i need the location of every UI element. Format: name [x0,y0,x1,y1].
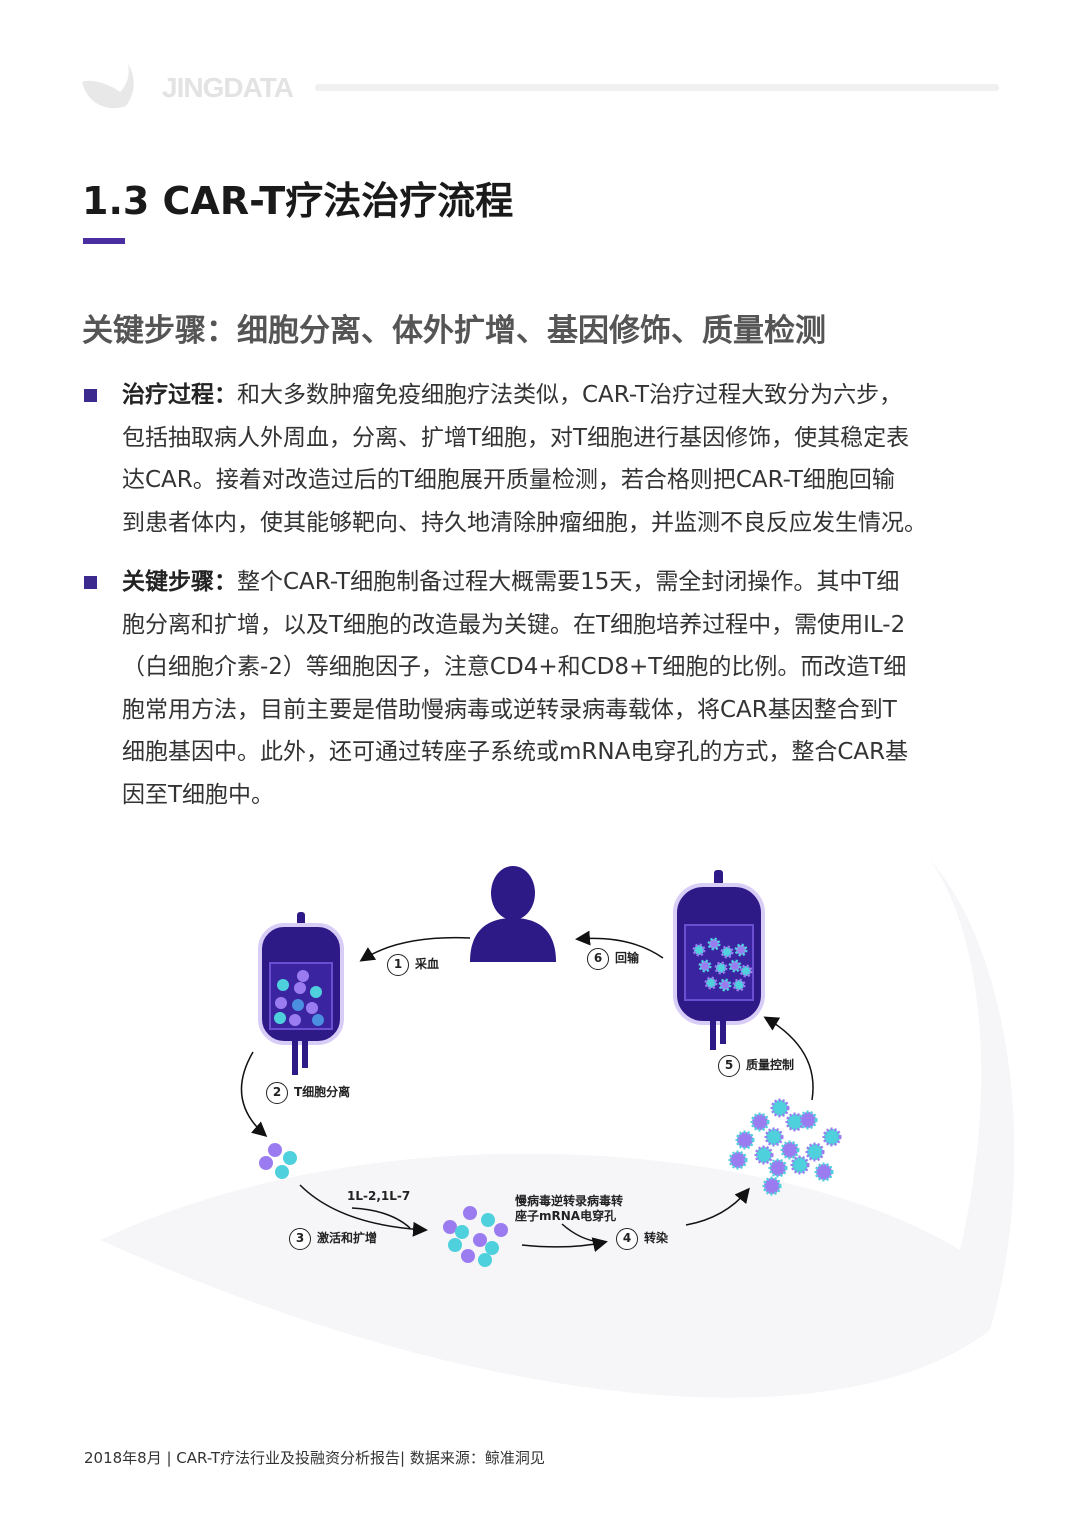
step-number: 5 [718,1055,740,1077]
text-line: 整个CAR-T细胞制备过程大概需要15天，需全封闭操作。其中T细 [237,569,900,595]
modified-t-cell-icon [704,976,718,990]
page-footer: 2018年8月 | CAR-T疗法行业及投融资分析报告| 数据来源：鲸准洞见 [84,1449,545,1467]
step-number: 4 [616,1228,638,1250]
modified-t-cell-icon [707,937,721,951]
step-1-label: 1 采血 [387,954,439,976]
modified-t-cell-icon [728,959,742,973]
text-line: 和大多数肿瘤免疫细胞疗法类似，CAR-T治疗过程大致分为六步， [237,382,903,408]
step-text: 激活和扩增 [317,1231,378,1245]
cytokines-label: 1L-2,1L-7 [347,1189,411,1203]
t-cell-icon [277,979,289,991]
t-cell-icon [274,1012,286,1024]
paragraph-label: 治疗过程： [122,382,237,408]
cells-group [259,937,842,1267]
t-cell-icon [283,1151,297,1165]
text-line: 胞分离和扩增，以及T细胞的改造最为关键。在T细胞培养过程中，需使用IL-2 [122,611,906,638]
t-cell-icon [455,1225,469,1239]
modified-t-cell-icon [780,1140,800,1160]
section-subtitle: 关键步骤：细胞分离、体外扩增、基因修饰、质量检测 [82,313,826,349]
modified-t-cell-icon [762,1176,782,1196]
text-line: 细胞基因中。此外，还可通过转座子系统或mRNA电穿孔的方式，整合CAR基 [122,739,909,765]
modified-t-cell-icon [768,1158,788,1178]
t-cell-icon [292,999,304,1011]
t-cell-icon [297,970,309,982]
modified-t-cell-icon [805,1142,825,1162]
bullet-icon [84,389,97,402]
text-line: 胞常用方法，目前主要是借助慢病毒或逆转录病毒载体，将CAR基因整合到T [122,696,897,723]
text-line: 包括抽取病人外周血，分离、扩增T细胞，对T细胞进行基因修饰，使其稳定表 [122,424,910,451]
modified-t-cell-icon [790,1155,810,1175]
t-cell-icon [485,1241,499,1255]
step-text: 质量控制 [746,1058,795,1072]
person-icon [470,866,556,962]
t-cell-icon [310,986,322,998]
step-4-label: 4 转染 [616,1228,668,1250]
t-cell-icon [478,1253,492,1267]
paragraph-label: 关键步骤： [122,569,237,595]
t-cell-icon [463,1206,477,1220]
modified-t-cell-icon [754,1145,774,1165]
t-cell-icon [289,1014,301,1026]
t-cell-icon [461,1249,475,1263]
header-divider [315,84,999,91]
title-accent-bar [83,238,125,244]
t-cell-icon [275,997,287,1009]
step-3-label: 3 激活和扩增 [289,1228,377,1250]
t-cell-icon [473,1233,487,1247]
t-cell-icon [494,1223,508,1237]
modified-t-cell-icon [732,978,746,992]
t-cell-icon [306,1002,318,1014]
text-line: 达CAR。接着对改造过后的T细胞展开质量检测，若合格则把CAR-T细胞回输 [122,467,895,493]
modified-t-cell-icon [822,1127,842,1147]
t-cell-icon [481,1213,495,1227]
modified-t-cell-icon [720,945,734,959]
bullet-icon [84,576,97,589]
vector-label-line2: 座子mRNA电穿孔 [515,1209,617,1223]
modified-t-cell-icon [734,943,748,957]
modified-t-cell-icon [814,1162,834,1182]
t-cell-icon [275,1165,289,1179]
modified-t-cell-icon [770,1098,790,1118]
step-6-label: 6 回输 [587,948,639,970]
step-number: 2 [266,1082,288,1104]
modified-t-cell-icon [714,961,728,975]
modified-t-cell-icon [692,943,706,957]
step-text: 回输 [615,951,640,965]
t-cell-icon [268,1143,282,1157]
step-number: 1 [387,954,409,976]
t-cell-icon [259,1156,273,1170]
blood-bag-modified-icon [673,870,765,1050]
modified-t-cell-icon [750,1112,770,1132]
t-cell-icon [312,1014,324,1026]
modified-t-cell-icon [764,1127,784,1147]
text-line: 因至T细胞中。 [122,781,275,808]
step-number: 6 [587,948,609,970]
whale-logo-icon [82,64,134,109]
modified-t-cell-icon [798,1110,818,1130]
text-line: 到患者体内，使其能够靶向、持久地清除肿瘤细胞，并监测不良反应发生情况。 [122,509,927,536]
paragraph-treatment-process: 治疗过程：和大多数肿瘤免疫细胞疗法类似，CAR-T治疗过程大致分为六步， 包括抽… [122,374,927,544]
page-title: 1.3 CAR-T疗法治疗流程 [82,179,514,223]
text-line: （白细胞介素-2）等细胞因子，注意CD4+和CD8+T细胞的比例。而改造T细 [122,654,907,680]
t-cell-icon [294,982,306,994]
step-number: 3 [289,1228,311,1250]
step-2-label: 2 T细胞分离 [266,1082,350,1104]
logo-text: JINGDATA [162,72,294,103]
modified-t-cell-icon [735,1130,755,1150]
modified-t-cell-icon [698,959,712,973]
vector-label-line1: 慢病毒逆转录病毒转 [515,1194,624,1208]
t-cell-icon [443,1220,457,1234]
t-cell-icon [448,1238,462,1252]
cycle-arrows [240,930,814,1252]
modified-t-cell-icon [718,978,732,992]
step-text: T细胞分离 [294,1085,351,1099]
step-5-label: 5 质量控制 [718,1055,794,1077]
step-text: 转染 [644,1231,669,1245]
modified-t-cell-icon [728,1150,748,1170]
modified-t-cell-icon [739,964,753,978]
paragraph-key-steps: 关键步骤：整个CAR-T细胞制备过程大概需要15天，需全封闭操作。其中T细 胞分… [122,561,908,816]
step-text: 采血 [415,957,440,971]
